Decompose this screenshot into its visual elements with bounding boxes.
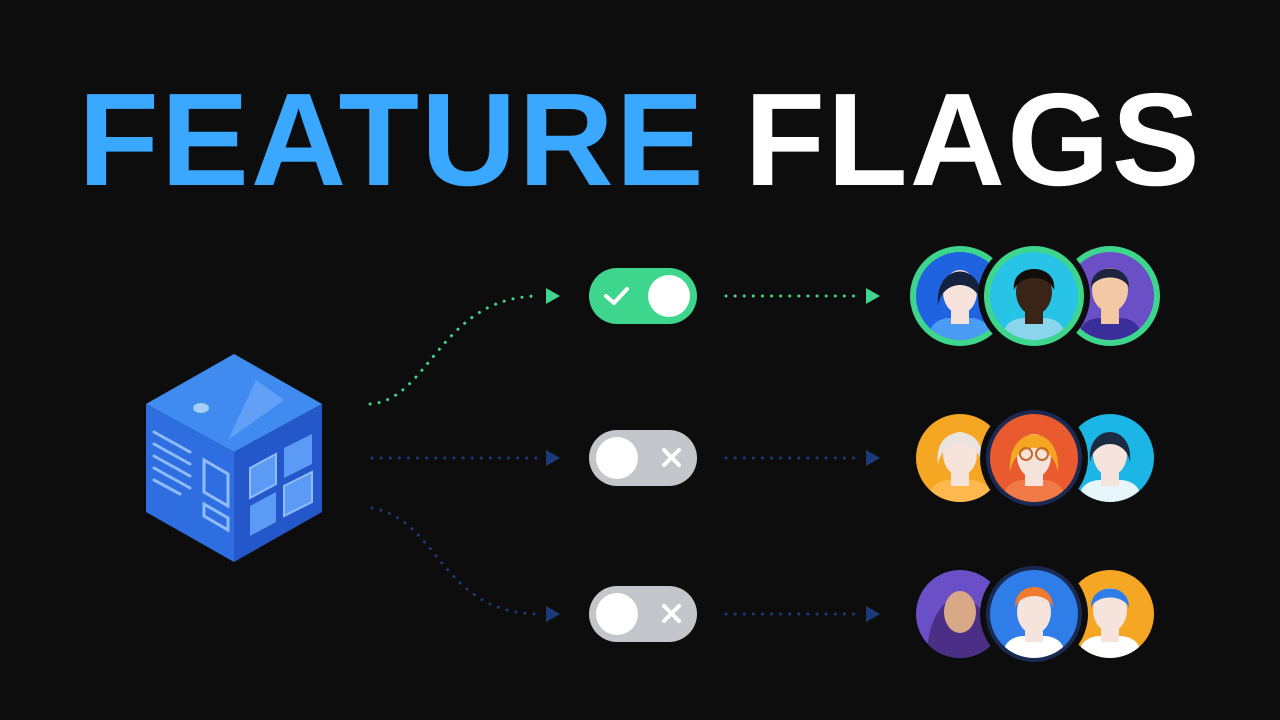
avatar: [1060, 408, 1160, 508]
title-word-flags: FLAGS: [744, 66, 1202, 213]
arrowhead-flag-2: [546, 450, 560, 466]
arrowhead-users-2: [866, 450, 880, 466]
toggle-switch-on[interactable]: [589, 268, 697, 324]
arrowhead-users-1: [866, 288, 880, 304]
x-icon: [662, 604, 681, 623]
arrowhead-flag-1: [546, 288, 560, 304]
avatar: [1060, 246, 1160, 346]
toggle-switch-off-2[interactable]: [589, 586, 697, 642]
isometric-cube-icon: [146, 354, 322, 562]
toggle-switch-off[interactable]: [589, 430, 697, 486]
user-group-1: [910, 240, 1160, 352]
avatar: [980, 404, 1088, 512]
avatar: [980, 560, 1088, 668]
avatar: [910, 408, 1010, 508]
connector-flag-1: [368, 294, 542, 406]
avatar: [910, 564, 1010, 664]
arrowhead-flag-3: [546, 606, 560, 622]
title-word-feature: FEATURE: [78, 66, 706, 213]
check-icon: [604, 287, 629, 305]
arrowhead-users-3: [866, 606, 880, 622]
user-group-3: [910, 560, 1160, 668]
avatar: [978, 240, 1090, 352]
connector-flag-3: [370, 506, 542, 616]
x-icon: [662, 448, 681, 467]
page-title: FEATURE FLAGS: [0, 60, 1280, 220]
avatar: [1060, 564, 1160, 664]
user-group-2: [910, 404, 1160, 512]
